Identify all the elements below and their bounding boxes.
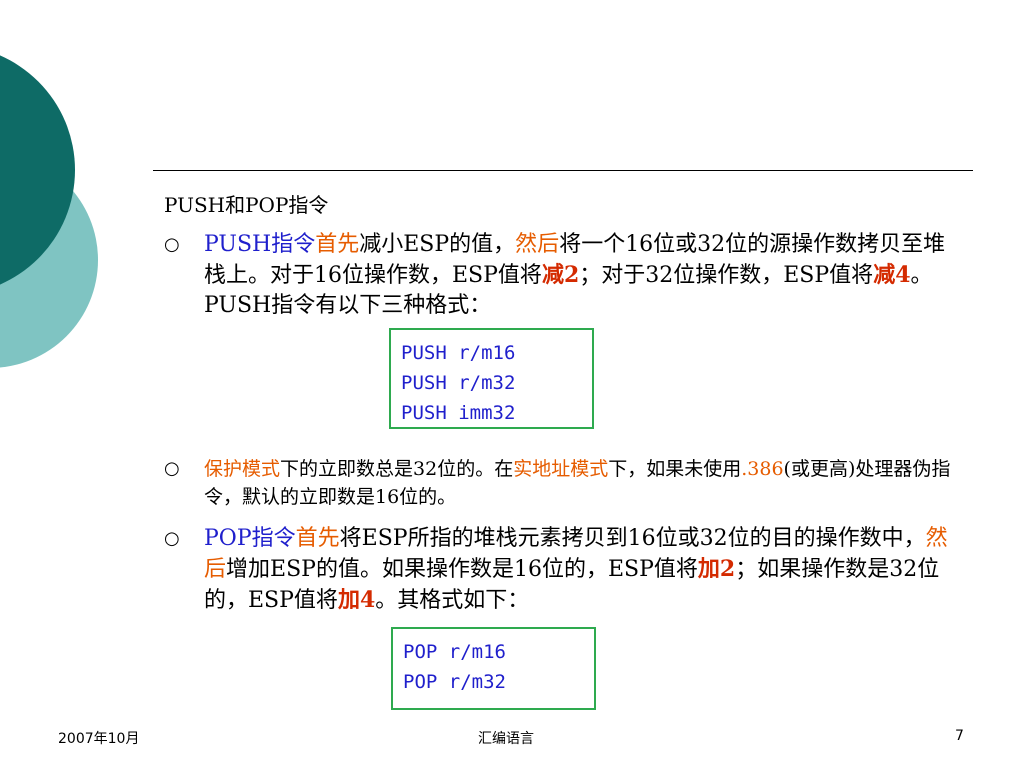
text-segment-red: 减2 (541, 262, 580, 288)
decorative-circles (0, 55, 98, 368)
text-segment-orange: 实地址模式 (513, 458, 609, 480)
text-segment-plain: 。PUSH指令有以下三种格式： (204, 263, 933, 318)
code-line: PUSH r/m16 (401, 342, 516, 364)
push-format-box: PUSH r/m16 PUSH r/m32 PUSH imm32 (389, 328, 594, 429)
text-segment-orange: 然后 (204, 526, 948, 582)
text-segment-plain: ；对于32位操作数，ESP值将 (579, 263, 874, 288)
bullet-text: PUSH指令首先减小ESP的值，然后将一个16位或32位的源操作数拷贝至堆栈上。… (204, 230, 964, 321)
page-number: 7 (955, 728, 964, 744)
text-segment-plain: 将ESP所指的堆栈元素拷贝到16位或32位的目的操作数中， (339, 526, 926, 551)
bullet-circle-icon: ○ (164, 528, 180, 549)
text-segment-blue: POP指令 (204, 526, 296, 551)
text-segment-orange: 首先 (295, 526, 340, 551)
pop-format-box: POP r/m16 POP r/m32 (391, 627, 596, 710)
text-segment-plain: 将一个16位或32位的源操作数拷贝至堆栈上。对于16位操作数，ESP值将 (204, 232, 946, 288)
code-line: POP r/m32 (403, 671, 506, 693)
code-line: PUSH r/m32 (401, 372, 516, 394)
text-segment-plain: ；如果操作数是32位的，ESP值将 (204, 557, 940, 613)
text-segment-orange: .386 (741, 458, 784, 480)
text-segment-orange: 然后 (515, 232, 560, 257)
footer-title: 汇编语言 (478, 731, 534, 747)
text-segment-plain: 增加ESP的值。如果操作数是16位的，ESP值将 (226, 557, 698, 582)
text-segment-red: 加2 (697, 556, 736, 582)
text-segment-orange: 首先 (315, 232, 360, 257)
text-segment-blue: PUSH指令 (204, 232, 316, 257)
footer-date: 2007年10月 (58, 731, 140, 747)
text-segment-plain: (或更高)处理器伪指令，默认的立即数是16位的。 (204, 458, 951, 508)
text-segment-plain: 下，如果未使用 (608, 458, 742, 480)
text-segment-red: 减4 (873, 262, 911, 288)
code-line: PUSH imm32 (401, 402, 516, 424)
bullet-circle-icon: ○ (164, 234, 180, 255)
bullet-text: POP指令首先将ESP所指的堆栈元素拷贝到16位或32位的目的操作数中，然后增加… (204, 524, 964, 616)
text-segment-orange: 保护模式 (204, 458, 281, 480)
text-segment-plain: 减小ESP的值， (359, 232, 516, 257)
dark-teal-circle (0, 55, 75, 285)
text-segment-plain: 。其格式如下： (375, 588, 530, 613)
code-line: POP r/m16 (403, 641, 506, 663)
slide-heading: PUSH和POP指令 (164, 193, 329, 217)
text-segment-plain: 下的立即数总是32位的。在 (280, 458, 514, 480)
bullet-circle-icon: ○ (164, 458, 180, 479)
title-divider (153, 170, 973, 171)
bullet-text: 保护模式下的立即数总是32位的。在实地址模式下，如果未使用.386(或更高)处理… (204, 455, 964, 511)
text-segment-red: 加4 (337, 587, 376, 613)
